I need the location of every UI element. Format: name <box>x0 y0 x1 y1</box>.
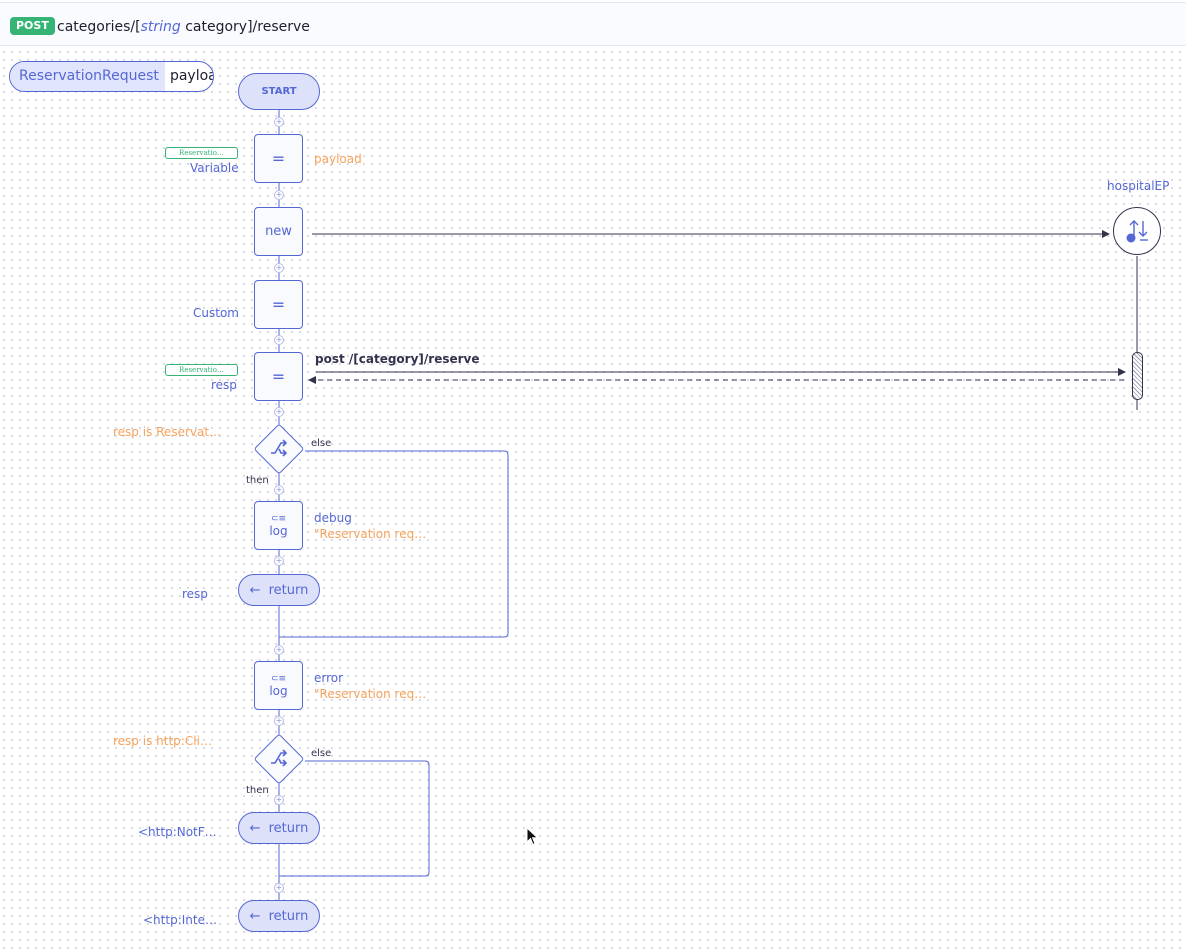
return-value: <http:NotF… <box>138 825 217 839</box>
endpoint-name: hospitalEP <box>1107 179 1170 193</box>
add-statement-button[interactable]: + <box>274 190 284 200</box>
variable-label: Variable <box>190 161 239 175</box>
return-label: return <box>268 582 309 598</box>
else-label: else <box>311 748 332 759</box>
start-node[interactable]: START <box>238 73 320 110</box>
endpoint-activation-bar <box>1132 352 1143 400</box>
path-suffix: category]/reserve <box>180 19 310 35</box>
add-statement-button[interactable]: + <box>274 795 284 805</box>
log-message: "Reservation req… <box>314 527 427 541</box>
log-label: log <box>269 683 288 698</box>
add-statement-button[interactable]: + <box>274 485 284 495</box>
path-prefix: categories/[ <box>57 19 141 35</box>
return-arrow-icon: ← <box>249 908 261 924</box>
variable-name: payload <box>314 152 362 166</box>
else-label: else <box>311 438 332 449</box>
add-statement-button[interactable]: + <box>274 883 284 893</box>
resp-label: resp <box>211 378 237 392</box>
if-condition: resp is http:Cli… <box>113 734 212 748</box>
parameter-name: payload <box>169 68 213 84</box>
branch-icon <box>271 749 288 767</box>
payload-parameter[interactable]: ReservationRequest payload <box>9 61 214 92</box>
custom-label: Custom <box>193 306 239 320</box>
if-condition: resp is Reservat… <box>113 425 222 439</box>
add-statement-button[interactable]: + <box>274 335 284 345</box>
return-statement[interactable]: ← return <box>238 574 320 606</box>
resp-action-statement[interactable]: = <box>254 352 303 401</box>
return-label: return <box>268 908 309 924</box>
log-level: debug <box>314 511 352 525</box>
endpoint-node[interactable] <box>1113 207 1161 255</box>
log-label: log <box>269 523 288 538</box>
add-statement-button[interactable]: + <box>274 407 284 417</box>
http-method-badge: POST <box>10 17 55 35</box>
variable-statement[interactable]: = <box>254 134 303 183</box>
remote-action-label: post /[category]/reserve <box>315 352 480 366</box>
assign-symbol: = <box>271 149 286 168</box>
log-icon: ⊂≡ <box>270 673 287 684</box>
mouse-cursor-icon <box>526 827 539 846</box>
return-statement[interactable]: ← return <box>238 900 320 932</box>
endpoint-icon <box>1126 220 1148 243</box>
new-client-statement[interactable]: new <box>254 207 303 256</box>
assign-symbol: = <box>271 295 286 314</box>
type-tag: Reservatio… <box>165 147 238 159</box>
assign-symbol: = <box>271 367 286 386</box>
log-message: "Reservation req… <box>314 687 427 701</box>
parameter-type: ReservationRequest <box>10 62 165 91</box>
custom-statement[interactable]: = <box>254 280 303 329</box>
new-keyword: new <box>265 224 292 239</box>
return-arrow-icon: ← <box>249 820 261 836</box>
type-tag: Reservatio… <box>165 364 238 376</box>
log-icon: ⊂≡ <box>270 513 287 524</box>
log-statement[interactable]: ⊂≡ log <box>254 501 303 550</box>
return-value: <http:Inte… <box>143 913 217 927</box>
add-statement-button[interactable]: + <box>274 556 284 566</box>
log-level: error <box>314 671 344 685</box>
path-param-type: string <box>140 19 181 35</box>
log-statement[interactable]: ⊂≡ log <box>254 661 303 710</box>
return-label: return <box>268 820 309 836</box>
return-statement[interactable]: ← return <box>238 812 320 844</box>
branch-icon <box>271 439 288 457</box>
resource-header: POST categories/[string category]/reserv… <box>0 2 1186 46</box>
then-label: then <box>246 475 269 486</box>
return-value: resp <box>182 587 208 601</box>
resource-path: categories/[string category]/reserve <box>57 17 310 37</box>
add-statement-button[interactable]: + <box>274 263 284 273</box>
return-arrow-icon: ← <box>249 582 261 598</box>
add-statement-button[interactable]: + <box>274 645 284 655</box>
then-label: then <box>246 785 269 796</box>
add-statement-button[interactable]: + <box>274 716 284 726</box>
add-statement-button[interactable]: + <box>274 117 284 127</box>
